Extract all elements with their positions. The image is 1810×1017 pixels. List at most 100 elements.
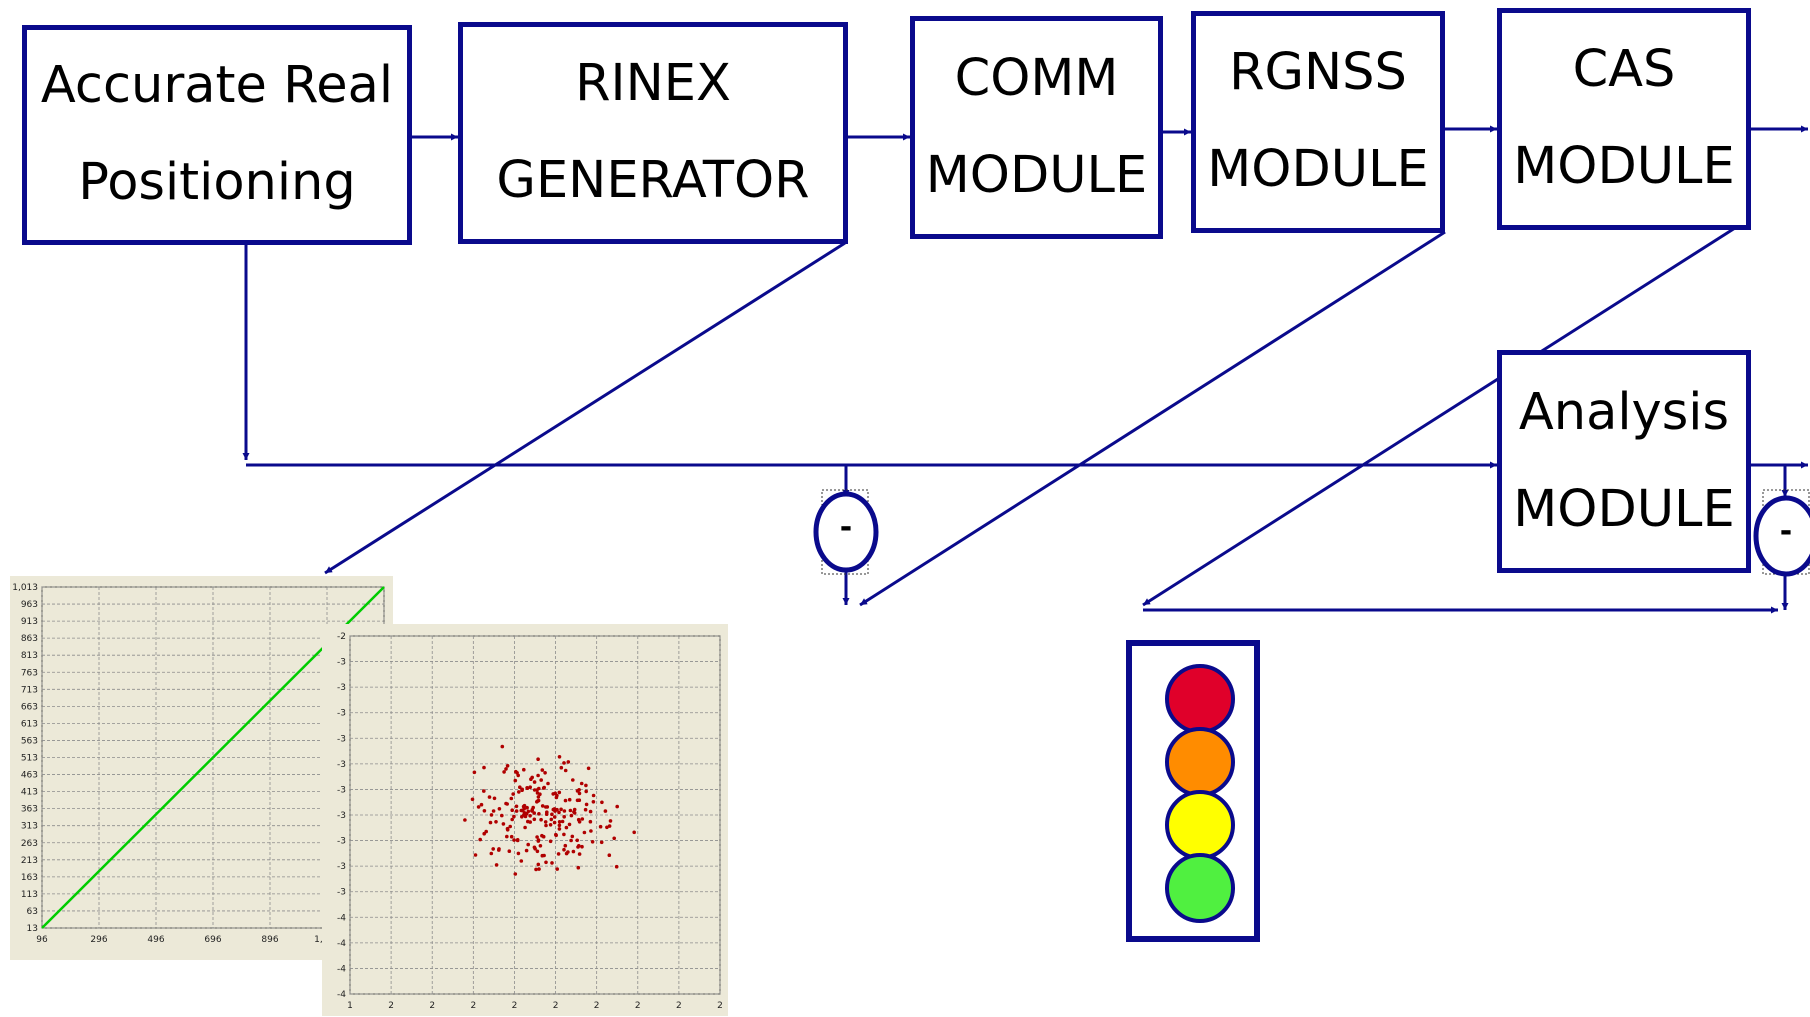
- scatter-point: [569, 838, 573, 843]
- y-tick-label: 613: [21, 719, 38, 729]
- scatter-point: [532, 817, 537, 822]
- scatter-point: [563, 798, 568, 803]
- scatter-point: [536, 757, 540, 761]
- scatter-point: [537, 812, 541, 816]
- scatter-point: [557, 755, 562, 759]
- y-tick-label: -3: [337, 734, 346, 744]
- scatter-point: [540, 768, 545, 772]
- scatter-point: [522, 767, 526, 772]
- scatter-point: [473, 853, 478, 857]
- scatter-point: [577, 788, 581, 792]
- scatter-point: [567, 822, 572, 827]
- scatter-point: [505, 764, 510, 768]
- scatter-point: [608, 819, 613, 823]
- scatter-point: [532, 780, 537, 784]
- arrow-analysis-to-subtractor: [1750, 463, 1789, 497]
- y-tick-label: 513: [21, 754, 38, 764]
- scatter-point: [580, 817, 585, 821]
- scatter-point: [590, 840, 595, 844]
- y-tick-label: 413: [21, 788, 38, 798]
- scatter-point: [509, 796, 514, 801]
- scatter-point: [588, 809, 593, 814]
- scatter-point: [544, 812, 549, 816]
- scatter-point: [551, 792, 555, 796]
- module-line: Accurate Real: [40, 56, 394, 116]
- scatter-point: [548, 839, 553, 844]
- scatter-point: [537, 786, 541, 791]
- scatter-point: [535, 835, 539, 839]
- scatter-point: [546, 781, 550, 786]
- analysis-module-box: Analysis MODULE: [1497, 350, 1751, 573]
- x-tick-label: 2: [429, 1001, 435, 1011]
- scatter-point: [562, 815, 566, 819]
- scatter-point: [557, 790, 562, 795]
- y-tick-label: -3: [337, 785, 346, 795]
- scatter-point: [563, 843, 568, 848]
- module-line: Analysis: [1518, 382, 1730, 442]
- scatter-point: [513, 872, 518, 876]
- scatter-point: [523, 825, 527, 830]
- module-line: CAS: [1572, 40, 1676, 100]
- scatter-point: [482, 831, 486, 836]
- x-tick-label: 2: [676, 1001, 682, 1011]
- scatter-point: [497, 807, 502, 811]
- scatter-point: [562, 847, 566, 852]
- scatter-point: [541, 786, 546, 790]
- scatter-point: [577, 791, 582, 796]
- scatter-point: [586, 766, 591, 771]
- scatter-point: [530, 775, 534, 780]
- y-tick-label: -4: [337, 990, 346, 1000]
- scatter-point: [589, 829, 593, 833]
- scatter-point: [534, 867, 538, 872]
- scatter-point: [603, 809, 608, 813]
- y-tick-label: 763: [21, 668, 38, 678]
- scatter-point: [536, 773, 540, 778]
- y-tick-label: 1,013: [12, 583, 38, 593]
- scatter-point: [564, 851, 569, 856]
- scatter-point: [591, 793, 596, 798]
- scatter-point: [571, 778, 575, 782]
- module-line: MODULE: [1207, 140, 1429, 199]
- scatter-point: [470, 797, 475, 802]
- y-tick-label: -2: [337, 632, 346, 642]
- x-tick-label: 2: [470, 1001, 476, 1011]
- scatter-point: [568, 808, 573, 813]
- scatter-point: [557, 810, 561, 815]
- scatter-point: [544, 823, 548, 828]
- module-line: Positioning: [78, 153, 356, 212]
- scatter-point: [518, 785, 522, 789]
- scatter-point: [576, 817, 581, 822]
- scatter-point: [567, 797, 572, 802]
- y-tick-label: 663: [21, 702, 38, 712]
- scatter-point: [536, 862, 541, 867]
- scatter-point: [543, 820, 548, 824]
- y-tick-label: 363: [21, 805, 38, 815]
- scatter-point: [537, 867, 541, 871]
- scatter-point: [494, 820, 498, 824]
- scatter-point: [599, 840, 604, 845]
- scatter-point: [562, 809, 567, 813]
- scatter-point: [510, 817, 514, 822]
- scatter-point: [526, 809, 531, 814]
- arrow-cas-to-result-bus: [1142, 226, 1736, 607]
- scatter-point: [512, 838, 516, 842]
- x-tick-label: 2: [512, 1001, 518, 1011]
- scatter-point: [509, 834, 514, 839]
- x-tick-label: 2: [594, 1001, 600, 1011]
- scatter-point: [472, 770, 477, 775]
- scatter-point: [591, 800, 596, 804]
- scatter-point: [552, 820, 557, 825]
- scatter-point: [560, 819, 565, 824]
- scatter-point: [525, 786, 529, 790]
- scatter-point: [584, 789, 588, 794]
- scatter-point: [530, 807, 535, 812]
- scatter-point: [535, 791, 540, 795]
- module-line: RGNSS: [1229, 43, 1407, 103]
- scatter-point: [538, 844, 543, 848]
- scatter-point: [576, 865, 581, 870]
- module-line: RINEX: [575, 54, 731, 114]
- scatter-point: [588, 819, 593, 824]
- y-tick-label: 313: [21, 822, 38, 832]
